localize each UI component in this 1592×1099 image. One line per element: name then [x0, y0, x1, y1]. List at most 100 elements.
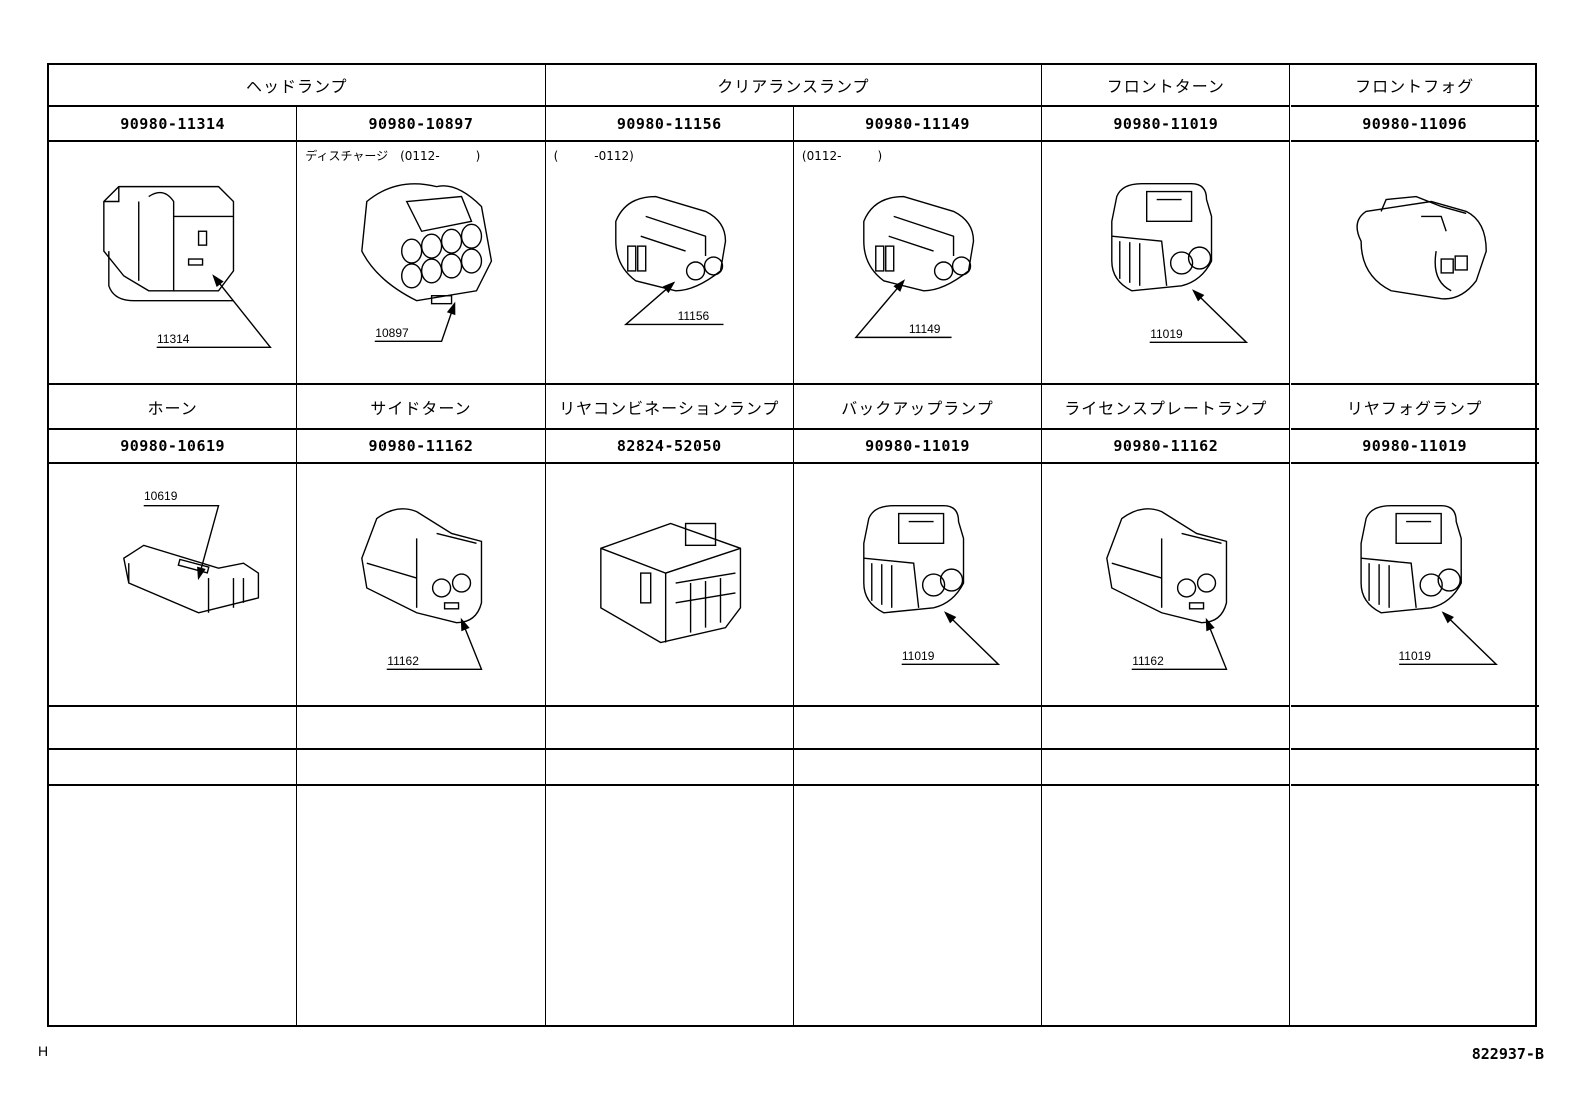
row2-part-number-cell: 90980-11019	[793, 430, 1043, 464]
group-label: ライセンスプレートランプ	[1064, 398, 1268, 418]
row1-part-number-cell: 90980-11096	[1290, 107, 1539, 142]
callout-label: 11149	[908, 322, 941, 336]
row2-part-number-cell: 82824-52050	[545, 430, 794, 464]
fog-connector-icon	[1291, 142, 1539, 383]
part-number: 90980-11149	[865, 114, 970, 133]
row1-illustration-cell: ( -0112) 11156	[545, 142, 794, 385]
part-number: 90980-11019	[865, 437, 970, 455]
group-label: ホーン	[147, 398, 198, 418]
part-number: 90980-10619	[120, 437, 226, 455]
row2-group-header: リヤコンビネーションランプ	[545, 385, 794, 430]
row2-group-header: ホーン	[49, 385, 298, 430]
row2-group-header: リヤフォグランプ	[1290, 385, 1539, 430]
two-pin-connector-icon	[1291, 464, 1539, 705]
row1-illustration-cell: 11314	[49, 142, 298, 385]
page-section-marker: H	[38, 1043, 49, 1059]
row2-illustration-cell	[545, 464, 794, 707]
applicability-note: ( -0112)	[553, 149, 634, 163]
empty-cell	[297, 750, 546, 786]
horn-connector-icon	[49, 464, 296, 705]
side-turn-connector-icon	[297, 464, 544, 705]
empty-cell	[1042, 786, 1291, 1027]
empty-cell	[1290, 750, 1539, 786]
group-label: フロントターン	[1106, 77, 1225, 96]
callout-label: 11162	[1132, 654, 1164, 668]
two-pin-connector-icon	[1042, 142, 1289, 383]
row2-part-number-cell: 90980-11162	[1042, 430, 1291, 464]
row1-illustration-cell: (0112- ) 11149	[793, 142, 1043, 385]
applicability-note: (0112- )	[801, 149, 883, 163]
callout-label: 10897	[375, 326, 409, 340]
part-number: 82824-52050	[616, 437, 722, 455]
clearance-connector-icon	[794, 142, 1041, 383]
group-label: バックアップランプ	[841, 398, 994, 418]
callout-label: 11156	[677, 309, 710, 323]
empty-cell	[545, 707, 794, 750]
row1-part-number-cell: 90980-11314	[49, 107, 298, 142]
empty-cell	[1042, 750, 1291, 786]
part-number: 90980-11156	[616, 114, 722, 133]
empty-cell	[1291, 786, 1539, 1027]
empty-cell	[546, 786, 794, 1027]
discharge-connector-icon	[297, 142, 544, 383]
part-number: 90980-11019	[1362, 437, 1468, 455]
row1-illustration-cell: 11019	[1042, 142, 1291, 385]
row1-part-number-cell: 90980-10897	[297, 107, 546, 142]
headlamp-connector-icon	[49, 142, 296, 383]
row2-part-number-cell: 90980-11019	[1290, 430, 1539, 464]
connector-table: ヘッドランプ クリアランスランプ フロントターン フロントフォグ 90980-11314…	[47, 63, 1539, 1027]
table-grid: ヘッドランプ クリアランスランプ フロントターン フロントフォグ 90980-11314…	[49, 65, 1539, 1027]
row1-group-header: フロントターン	[1042, 65, 1291, 107]
row2-part-number-cell: 90980-11162	[297, 430, 546, 464]
row1-part-number-cell: 90980-11019	[1042, 107, 1291, 142]
callout-label: 11019	[1150, 327, 1183, 341]
part-number: 90980-11162	[1113, 437, 1219, 455]
empty-cell	[49, 750, 298, 786]
empty-cell	[49, 707, 298, 750]
row2-part-number-cell: 90980-10619	[49, 430, 298, 464]
part-number: 90980-10897	[368, 114, 474, 133]
callout-label: 11019	[1398, 649, 1431, 663]
clearance-connector-icon	[546, 142, 793, 383]
empty-cell	[297, 707, 546, 750]
row1-group-header: クリアランスランプ	[545, 65, 1043, 107]
group-label: リヤフォグランプ	[1346, 398, 1483, 418]
group-label: ヘッドランプ	[246, 77, 348, 96]
side-turn-connector-icon	[1042, 464, 1289, 705]
row1-part-number-cell: 90980-11156	[545, 107, 794, 142]
part-number: 90980-11314	[120, 114, 226, 133]
empty-cell	[545, 750, 794, 786]
part-number: 90980-11096	[1362, 114, 1468, 133]
part-number: 90980-11162	[368, 437, 474, 455]
empty-cell	[793, 750, 1043, 786]
row2-group-header: バックアップランプ	[793, 385, 1043, 430]
row1-illustration-cell: ディスチャージ (0112- ) 10897	[297, 142, 546, 385]
row1-group-header: ヘッドランプ	[49, 65, 546, 107]
callout-label: 11019	[901, 649, 935, 663]
row1-part-number-cell: 90980-11149	[793, 107, 1043, 142]
rear-combination-connector-icon	[546, 464, 793, 705]
group-label: リヤコンビネーションランプ	[559, 398, 780, 418]
empty-cell	[297, 786, 546, 1027]
group-label: クリアランスランプ	[717, 77, 870, 96]
empty-cell	[1042, 707, 1291, 750]
row2-illustration-cell: 11162	[1042, 464, 1291, 707]
part-number: 90980-11019	[1113, 114, 1219, 133]
callout-label: 11162	[387, 654, 419, 668]
group-label: フロントフォグ	[1355, 77, 1475, 96]
empty-cell	[794, 786, 1043, 1027]
group-label: サイドターン	[370, 398, 472, 418]
callout-label: 11314	[157, 332, 190, 346]
callout-label: 10619	[144, 489, 178, 503]
row2-group-header: ライセンスプレートランプ	[1042, 385, 1291, 430]
illustration-number: 822937-B	[1471, 1045, 1544, 1063]
row2-illustration-cell: 11162	[297, 464, 546, 707]
empty-cell	[49, 786, 298, 1027]
row1-illustration-cell	[1290, 142, 1539, 385]
applicability-note: ディスチャージ (0112- )	[305, 149, 481, 163]
row2-illustration-cell: 11019	[1290, 464, 1539, 707]
row1-group-header: フロントフォグ	[1290, 65, 1539, 107]
empty-cell	[793, 707, 1043, 750]
row2-group-header: サイドターン	[297, 385, 546, 430]
row2-illustration-cell: 11019	[793, 464, 1043, 707]
